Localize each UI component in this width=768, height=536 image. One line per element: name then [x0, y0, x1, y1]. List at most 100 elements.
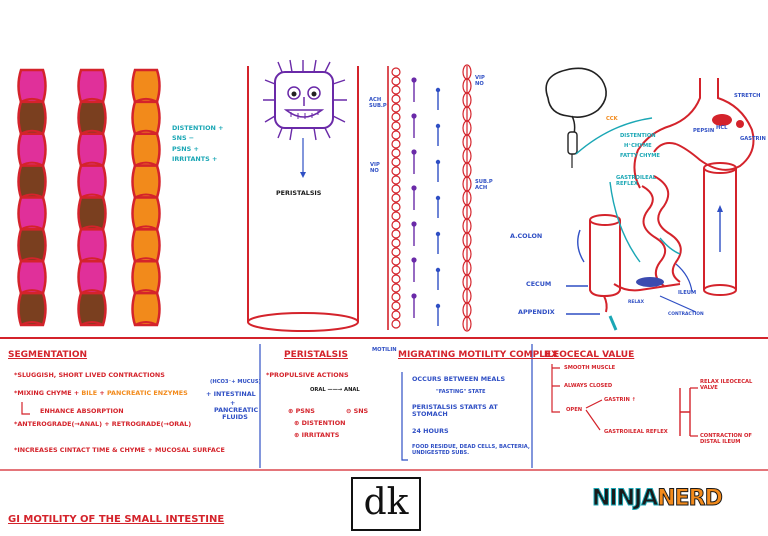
tube-segment [17, 100, 47, 135]
dk-logo-frame [351, 477, 421, 531]
irritants-item: ⊕ IRRITANTS [294, 431, 340, 439]
open-label: OPEN [566, 407, 583, 413]
segmentation-tube-3 [131, 68, 161, 327]
stimulus-psns: PSNS + [172, 144, 199, 153]
segmentation-line-4: *ANTEROGRADE(→ANAL) + RETROGRADE(→ORAL) [14, 420, 192, 428]
cck-label: CCK [606, 116, 618, 122]
a-colon-label: A.COLON [510, 232, 543, 240]
small-intestine-icon [641, 175, 682, 287]
peristalsis-tube [247, 66, 359, 332]
neuron-node [391, 130, 401, 140]
peristalsis-diagram-label: PERISTALSIS [276, 189, 322, 197]
neuron-node [391, 157, 401, 167]
gastroileal-item: GASTROILEAL REFLEX [604, 429, 668, 435]
neuron-node [391, 229, 401, 239]
tube-segment [131, 291, 161, 327]
neuron-body [435, 231, 441, 237]
neuron-node [391, 67, 401, 77]
neuron-node [391, 310, 401, 320]
h-chyme-label: H⁺CHYME [624, 143, 652, 149]
mmc-title: MIGRATING MOTILITY COMPLEX [398, 350, 559, 360]
neuron-node [391, 121, 401, 131]
neuron-node [391, 238, 401, 248]
ach-subp-label: ACH SUB.P [369, 97, 387, 109]
tube-segment [17, 260, 47, 295]
segmentation-tube-1 [17, 68, 47, 327]
neuron-body [411, 149, 417, 155]
tube-segment [77, 291, 107, 327]
gastrin-label: GASTRIN [740, 136, 766, 142]
neuron-node [391, 274, 401, 284]
neuron-node [391, 211, 401, 221]
relax-label: RELAX [628, 300, 644, 305]
neuron-body [411, 257, 417, 263]
mmc-item-1: OCCURS BETWEEN MEALS [412, 375, 506, 383]
hco3-label: (HCO3⁻+ MUCUS) [210, 379, 261, 385]
neuron-node [391, 112, 401, 122]
colon-icon [589, 162, 737, 313]
segmentation-line-2: *MIXING CHYME + BILE + PANCREATIC ENZYME… [14, 389, 188, 397]
intestinal-label: + INTESTINAL [206, 390, 256, 398]
contraction-ileum: CONTRACTION OF DISTAL ILEUM [700, 433, 752, 445]
reflex-arrows [566, 117, 697, 331]
tube-segment [77, 196, 107, 231]
page-title: GI MOTILITY OF THE SMALL INTESTINE [8, 514, 225, 525]
enhance-absorption: ENHANCE ABSORPTION [40, 407, 124, 415]
neuron-node [391, 139, 401, 149]
segmentation-line-5: *INCREASES CINTACT TIME & CHYME + MUCOSA… [14, 446, 225, 454]
tube-segment [17, 164, 47, 199]
tube-segment [131, 132, 161, 167]
neuron-node [391, 148, 401, 158]
pancreatic-fluids-label: PANCREATIC FLUIDS [214, 406, 259, 422]
neuron-node [391, 166, 401, 176]
tube-segment [77, 228, 107, 263]
tube-segment [17, 291, 47, 327]
tube-segment [77, 68, 107, 104]
tube-segment [131, 164, 161, 199]
neuron-node [391, 94, 401, 104]
neuron-node [391, 175, 401, 185]
tube-segment [131, 100, 161, 135]
neuron-node [391, 103, 401, 113]
gastroileal-reflex-label: GASTROILEAL REFLEX [616, 175, 657, 187]
neuron-body [411, 77, 417, 83]
neuron-node [391, 283, 401, 293]
neuron-node [391, 256, 401, 266]
smiley-face-icon [263, 59, 347, 141]
contraction-label: CONTRACTION [668, 312, 704, 317]
neuron-body [435, 123, 441, 129]
neuron-node [391, 202, 401, 212]
neuron-body [435, 87, 441, 93]
ileocecal-title: ILEOCECAL VALUE [544, 350, 635, 360]
tube-segment [17, 228, 47, 263]
tube-segment [131, 196, 161, 231]
mmc-item-3: PERISTALSIS STARTS AT STOMACH [412, 403, 498, 419]
subp-ach-label: SUB.P ACH [475, 179, 493, 191]
hcl-label: HCL [716, 125, 728, 131]
mmc-item-4: 24 HOURS [412, 427, 449, 435]
plus-label: + [230, 399, 236, 407]
tube-segment [131, 228, 161, 263]
tube-segment [17, 196, 47, 231]
neuron-node [391, 292, 401, 302]
tube-segment [77, 260, 107, 295]
neuron-body [411, 293, 417, 299]
neuron-node [391, 265, 401, 275]
neuron-body [411, 185, 417, 191]
neuron-node [391, 184, 401, 194]
stimulus-distention: DISTENTION + [172, 124, 224, 132]
neuron-node [391, 85, 401, 95]
smooth-muscle: SMOOTH MUSCLE [564, 365, 616, 371]
distention-item: ⊕ DISTENTION [294, 419, 346, 427]
tube-segment [77, 100, 107, 135]
gastrin-item: GASTRIN ↑ [604, 397, 636, 403]
dk-logo: dk [363, 482, 409, 523]
motilin-label: MOTILIN [372, 347, 397, 353]
neuron-node [391, 319, 401, 329]
neuron-body [435, 267, 441, 273]
brain-icon [545, 67, 607, 168]
tube-segment [77, 132, 107, 167]
propulsive-actions: *PROPULSIVE ACTIONS [266, 371, 349, 379]
neuron-node [391, 76, 401, 86]
oral-anal-label: ORAL ——→ ANAL [310, 387, 360, 393]
